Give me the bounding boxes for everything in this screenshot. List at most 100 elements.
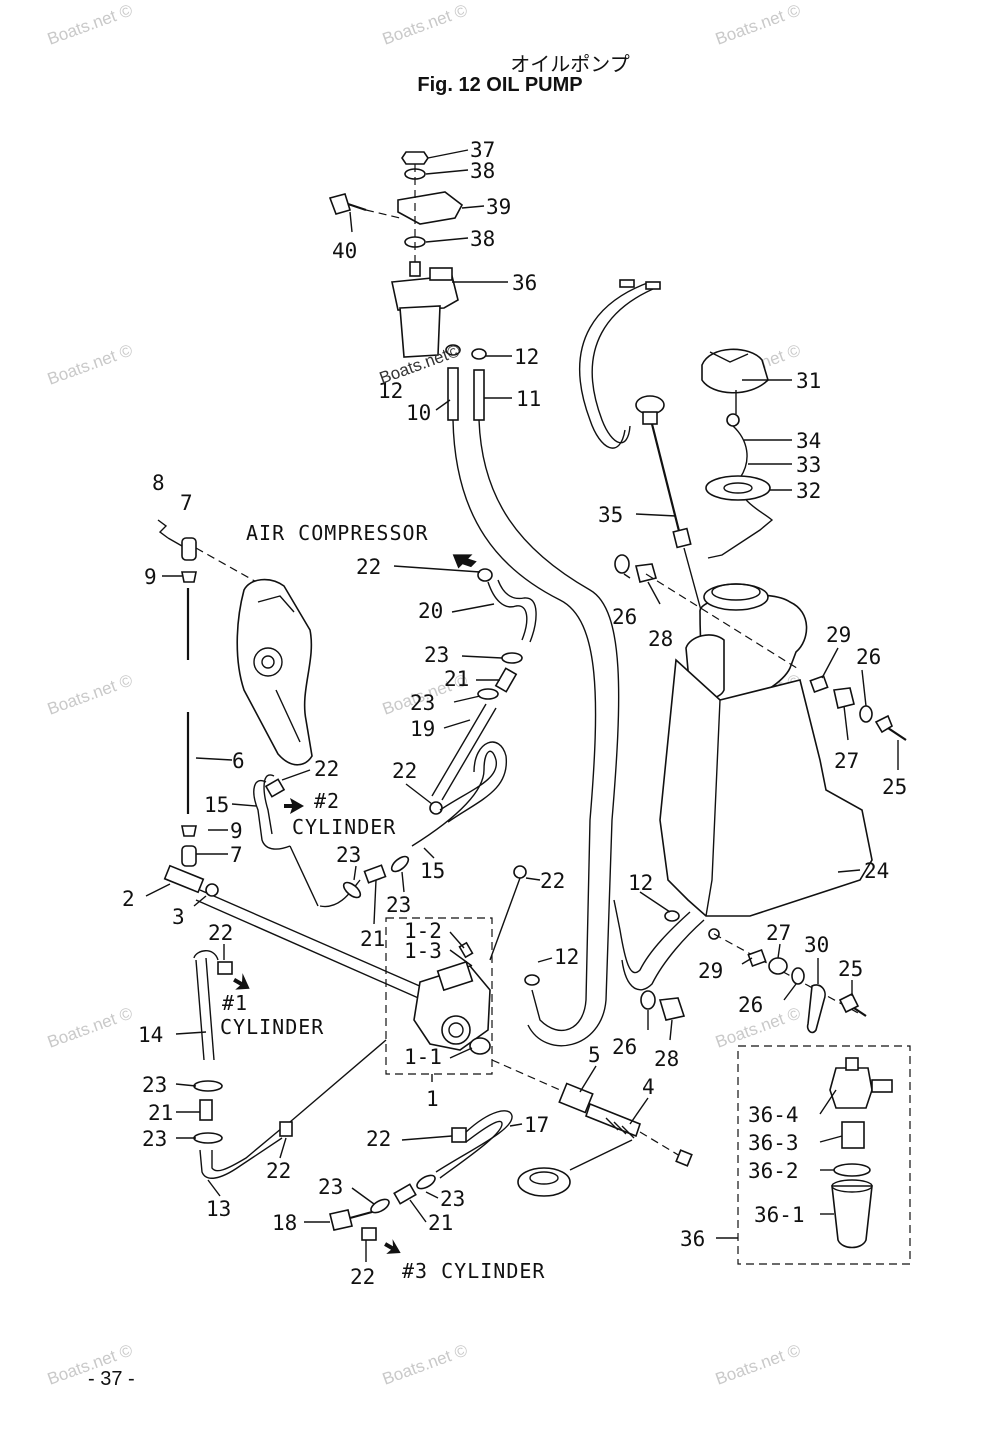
- callout-36-3: 36-3: [748, 1131, 799, 1155]
- leader-23h: [351, 1187, 375, 1205]
- callout-10: 10: [406, 401, 431, 425]
- callout-23: 23: [142, 1127, 167, 1151]
- mount-guide-upper: [645, 573, 801, 671]
- callout-32: 32: [796, 479, 821, 503]
- hose-13-to-pump: [289, 1039, 387, 1123]
- arm-rib: [257, 595, 295, 613]
- grommet-27b: [768, 957, 788, 975]
- callout-26: 26: [738, 993, 763, 1017]
- nut-37: [401, 151, 429, 165]
- callout-1: 1: [426, 1087, 439, 1111]
- clip-23e: [193, 1080, 223, 1092]
- pump-gear: [441, 1015, 471, 1045]
- leader-15b: [423, 847, 435, 859]
- fitting-22g: [451, 1127, 467, 1143]
- leader-26c: [783, 983, 797, 1001]
- callout-9: 9: [230, 819, 243, 843]
- leader-1-1: [449, 1047, 473, 1059]
- callout-27: 27: [834, 749, 859, 773]
- callout-8: 8: [152, 471, 165, 495]
- callout-28: 28: [654, 1047, 679, 1071]
- hose-15a-b: [263, 774, 275, 835]
- bolt-25b-shank: [853, 1007, 867, 1017]
- filter-bowl: [399, 305, 441, 358]
- wire-terminal-b: [645, 281, 661, 290]
- pump-head: [436, 960, 474, 992]
- callout-18: 18: [272, 1211, 297, 1235]
- leader-21d: [409, 1199, 427, 1223]
- oil-tank-24: [659, 583, 873, 917]
- sender-grommet: [642, 411, 658, 425]
- element-36-3: [841, 1121, 865, 1149]
- callout-1-3: 1-3: [404, 939, 442, 963]
- leader-28b: [669, 1019, 673, 1041]
- nut-3: [205, 883, 219, 897]
- callout-36: 36: [512, 271, 537, 295]
- leader-12d: [537, 957, 553, 963]
- clip-23b: [477, 688, 499, 700]
- rivet-34: [726, 413, 740, 427]
- shaft-end-2: [163, 864, 205, 894]
- bolt-25a-shank: [887, 727, 907, 741]
- leader-40: [349, 211, 353, 233]
- hose-15b-a: [411, 750, 497, 847]
- leader-23d: [401, 871, 405, 893]
- leader-29a: [821, 647, 839, 679]
- tank-filler-inner: [711, 583, 761, 601]
- hose-14-a: [195, 959, 205, 1061]
- callout-23: 23: [142, 1073, 167, 1097]
- leader-6: [195, 757, 233, 761]
- shaft-4: [585, 1102, 641, 1138]
- callout-40: 40: [332, 239, 357, 263]
- callout-15: 15: [420, 859, 445, 883]
- hose-19-a: [431, 703, 487, 797]
- fitting-22h: [361, 1227, 377, 1241]
- tank-cap-ribs: [709, 351, 749, 363]
- hoses-10-11: [445, 344, 487, 421]
- callout-12: 12: [628, 871, 653, 895]
- tank-mount-upper: [614, 554, 907, 741]
- watermark: Boats.net ©: [45, 0, 136, 48]
- clamp-30: [806, 984, 826, 1034]
- filter-detail-36: [737, 1045, 911, 1265]
- leader-23e: [175, 1083, 197, 1087]
- leader-26b: [861, 669, 867, 707]
- leader-21b: [373, 879, 377, 925]
- callout-23: 23: [318, 1175, 343, 1199]
- shaft-guide: [491, 1059, 561, 1091]
- connector-21c: [199, 1099, 213, 1121]
- callout-23: 23: [440, 1187, 465, 1211]
- hose-11: [473, 369, 485, 421]
- connector-21d: [393, 1183, 417, 1205]
- connector-21a: [494, 667, 518, 693]
- air-compressor-arrow: [452, 554, 477, 569]
- cylinder3-arrow: [384, 1239, 401, 1254]
- cylinder2-number: #2: [314, 789, 340, 813]
- callout-22: 22: [356, 555, 381, 579]
- callout-36-4: 36-4: [748, 1103, 799, 1127]
- leader-38b: [425, 237, 469, 243]
- grommet-27a: [833, 687, 855, 709]
- leader-36-4: [819, 1089, 837, 1115]
- page-number: - 37 -: [88, 1368, 135, 1390]
- fitting-22c: [513, 865, 527, 879]
- leader-12c: [639, 891, 671, 913]
- sender-rod: [650, 423, 682, 536]
- callout-22: 22: [540, 869, 565, 893]
- cylinder2-label: CYLINDER: [292, 815, 396, 839]
- callout-15: 15: [204, 793, 229, 817]
- bolt-40-shank: [347, 202, 367, 212]
- filter-36-4-stud: [845, 1057, 859, 1071]
- callout-29: 29: [698, 959, 723, 983]
- clip-23g: [416, 1174, 436, 1190]
- pump-assembly-box: [385, 917, 493, 1075]
- callout-26: 26: [856, 645, 881, 669]
- callout-30: 30: [804, 933, 829, 957]
- callout-19: 19: [410, 717, 435, 741]
- callout-21: 21: [428, 1211, 453, 1235]
- clip-12d: [524, 974, 540, 986]
- washer-26c: [791, 967, 805, 985]
- gasket-32-inner: [723, 482, 753, 494]
- arm-body: [236, 578, 313, 766]
